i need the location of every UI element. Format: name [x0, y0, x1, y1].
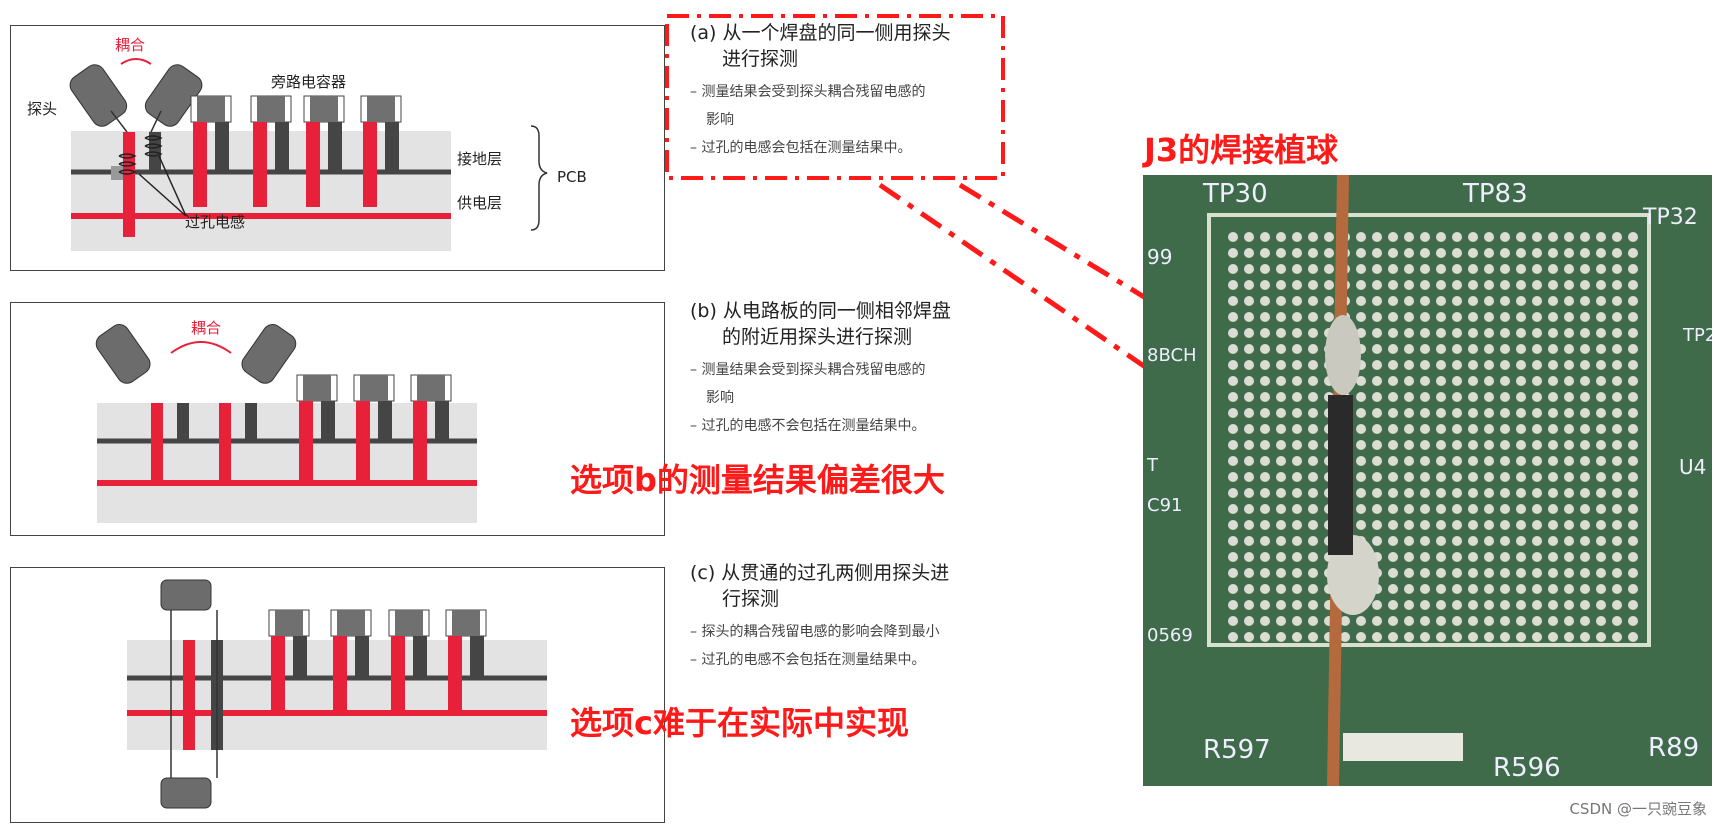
option-a-bullet-2: – 过孔的电感会包括在测量结果中。 — [690, 140, 912, 156]
watermark: CSDN @一只豌豆象 — [1569, 800, 1707, 818]
panel-c-diagram — [127, 579, 547, 809]
probe-label: 探头 — [27, 100, 58, 118]
option-b-bullet-1b: 影响 — [706, 390, 734, 406]
panel-a-diagram — [69, 58, 548, 251]
photo-label-c91: C91 — [1147, 495, 1183, 516]
coupling-label-b: 耦合 — [191, 319, 222, 337]
option-c: (c) 从贯通的过孔两侧用探头进行探测 – 探头的耦合残留电感的影响会降到最小 … — [690, 560, 1020, 674]
photo-label-0569: 0569 — [1147, 625, 1193, 646]
option-b-annotation: 选项b的测量结果偏差很大 — [570, 461, 945, 499]
panel-a: 耦合 探头 旁路电容器 接地层 供电层 PCB 过孔电感 — [10, 25, 665, 271]
bga-photo: TP30 TP83 TP32 99 R597 R596 R89 U4 TP2 8… — [1143, 175, 1712, 786]
photo-label-r597: R597 — [1203, 735, 1271, 765]
option-a: (a) 从一个焊盘的同一侧用探头进行探测 – 测量结果会受到探头耦合残留电感的 … — [690, 20, 1020, 162]
photo-label-99: 99 — [1147, 245, 1173, 269]
coupling-label: 耦合 — [115, 36, 146, 54]
panel-b-diagram — [95, 324, 477, 523]
via-inductance-label: 过孔电感 — [185, 213, 246, 231]
option-b-bullet-2: – 过孔的电感不会包括在测量结果中。 — [690, 418, 926, 434]
photo-label-tp30: TP30 — [1203, 179, 1268, 209]
bga-photo-svg — [1143, 175, 1712, 786]
bypass-capacitor-label: 旁路电容器 — [271, 73, 347, 91]
photo-label-u4: U4 — [1679, 455, 1707, 479]
option-b-title-2: 的附近用探头进行探测 — [722, 326, 913, 348]
option-b-bullet-1: – 测量结果会受到探头耦合残留电感的 — [690, 362, 926, 378]
option-b-title-1: (b) 从电路板的同一侧相邻焊盘 — [690, 300, 951, 322]
panel-b: 耦合 — [10, 302, 665, 536]
power-layer-label: 供电层 — [457, 194, 503, 212]
option-c-title-1: (c) 从贯通的过孔两侧用探头进 — [690, 562, 950, 584]
photo-label-r89: R89 — [1648, 733, 1700, 763]
photo-label-r596: R596 — [1493, 753, 1561, 783]
option-a-bullet-1b: 影响 — [706, 112, 734, 128]
pcb-label: PCB — [557, 168, 587, 186]
panel-c — [10, 567, 665, 823]
option-a-title-1: (a) 从一个焊盘的同一侧用探头 — [690, 22, 951, 44]
photo-label-tp2: TP2 — [1683, 325, 1712, 346]
ground-layer-label: 接地层 — [457, 150, 503, 168]
photo-title: J3的焊接植球 — [1144, 131, 1339, 169]
option-a-bullet-1: – 测量结果会受到探头耦合残留电感的 — [690, 84, 926, 100]
option-b: (b) 从电路板的同一侧相邻焊盘的附近用探头进行探测 – 测量结果会受到探头耦合… — [690, 298, 1020, 440]
highlight-box — [665, 14, 1005, 180]
photo-label-tp32: TP32 — [1643, 205, 1698, 230]
option-c-annotation: 选项c难于在实际中实现 — [570, 704, 909, 742]
option-a-title-2: 进行探测 — [722, 48, 799, 70]
option-c-bullet-2: – 过孔的电感不会包括在测量结果中。 — [690, 652, 926, 668]
photo-label-tp83: TP83 — [1463, 179, 1528, 209]
photo-label-t: T — [1147, 455, 1158, 476]
photo-label-8bch: 8BCH — [1147, 345, 1197, 366]
option-c-bullet-1: – 探头的耦合残留电感的影响会降到最小 — [690, 624, 940, 640]
option-c-title-2: 行探测 — [722, 588, 780, 610]
